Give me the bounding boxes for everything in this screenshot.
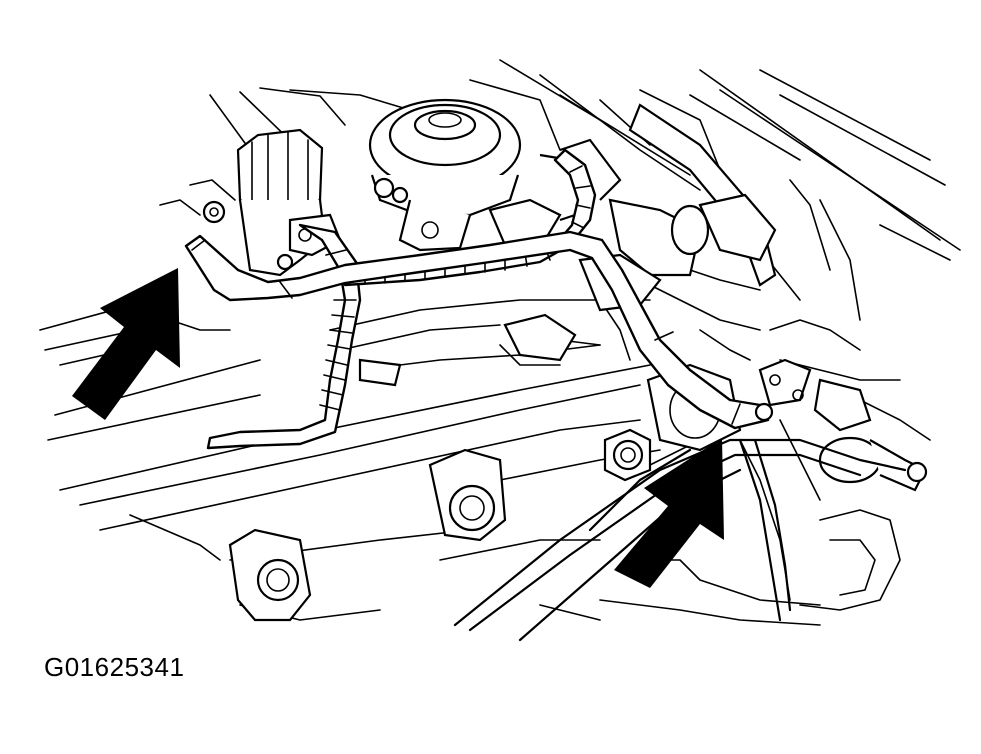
mounting-bosses (228, 428, 652, 622)
callout-arrows (72, 268, 724, 588)
valve-cap (159, 128, 342, 277)
right-arrow (614, 438, 724, 588)
vacuum-hose (184, 230, 774, 430)
right-hoses (539, 103, 928, 492)
egr-valve (368, 98, 522, 252)
engine-background (39, 59, 961, 626)
figure-id-label: G01625341 (44, 652, 185, 682)
left-arrow (72, 268, 180, 420)
